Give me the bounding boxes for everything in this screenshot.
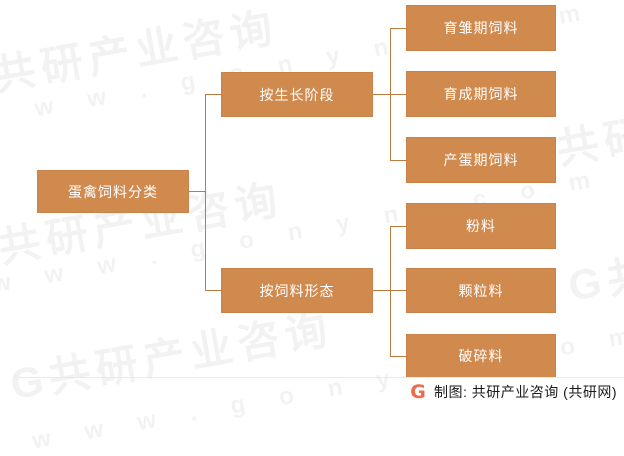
node-leaf-powder-feed: 粉料: [406, 203, 556, 249]
connector-branch1-out: [373, 94, 390, 95]
feed-classification-tree: 蛋禽饲料分类 按生长阶段 按饲料形态 育雏期饲料 育成期饲料 产蛋期饲料 粉料 …: [37, 5, 556, 378]
node-branch-growth-stage: 按生长阶段: [221, 72, 373, 117]
node-leaf-rearing-feed: 育成期饲料: [406, 71, 556, 117]
node-branch-feed-form: 按饲料形态: [221, 268, 373, 313]
connector-leaf4-stub: [390, 226, 406, 227]
connector-branch1-stub: [205, 94, 221, 95]
node-root: 蛋禽饲料分类: [37, 170, 189, 213]
connector-leaf6-stub: [390, 356, 406, 357]
connector-branch2-out: [373, 290, 390, 291]
connector-rail-2: [390, 226, 391, 356]
node-leaf-laying-feed: 产蛋期饲料: [406, 137, 556, 183]
connector-trunk: [205, 94, 206, 291]
node-leaf-pellet-feed: 颗粒料: [406, 268, 556, 313]
node-leaf-brooding-feed: 育雏期饲料: [406, 5, 556, 51]
connector-leaf2-stub: [390, 94, 406, 95]
node-leaf-crumble-feed: 破碎料: [406, 334, 556, 378]
connector-leaf3-stub: [390, 160, 406, 161]
connector-root-stub: [189, 191, 205, 192]
gonyn-logo-icon: G: [410, 381, 426, 403]
footer-divider: [14, 377, 624, 378]
chart-credit-text: 制图: 共研产业咨询 (共研网): [434, 384, 617, 400]
footer-credit-bar: G 制图: 共研产业咨询 (共研网): [409, 381, 617, 403]
connector-leaf1-stub: [390, 28, 406, 29]
connector-branch2-stub: [205, 290, 221, 291]
connector-leaf5-stub: [390, 290, 406, 291]
